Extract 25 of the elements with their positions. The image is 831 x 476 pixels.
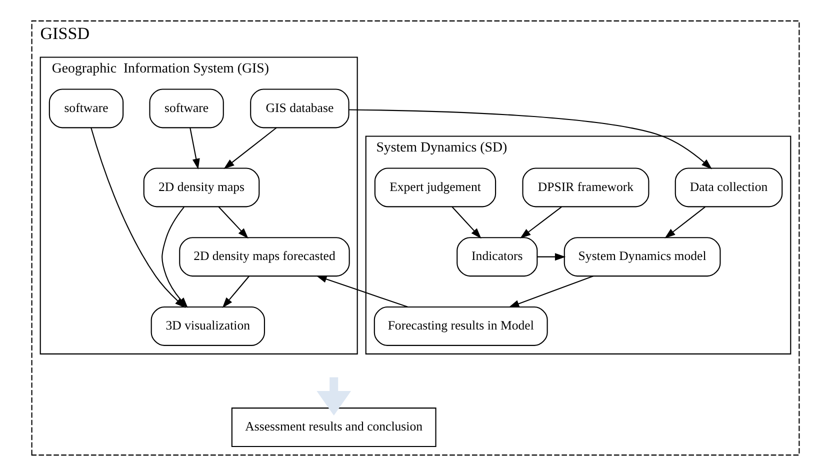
arrow [452,206,482,239]
node-box: 2D density maps [143,168,260,208]
node-box: DPSIR framework [522,168,650,208]
node-box: Forecasting results in Model [374,306,548,346]
node-box: Data collection [674,168,783,208]
node-box: software [48,88,124,128]
arrow [537,253,566,261]
node-box: System Dynamics model [564,237,721,277]
arrow [222,276,250,308]
arrow [349,109,712,170]
arrow [508,276,594,308]
node-box: Assessment results and conclusion [231,408,436,448]
node-box: software [149,88,224,128]
arrow [316,377,352,416]
node-box: 3D visualization [150,306,266,346]
arrow [224,127,277,170]
arrow [520,206,562,238]
arrow [190,128,200,170]
arrow [664,206,706,238]
node-box: 2D density maps forecasted [179,237,350,277]
node-box: Indicators [456,237,538,277]
arrow [218,206,248,239]
node-box: GIS database [250,88,350,128]
arrow [316,276,408,308]
node-box: Expert judgement [374,168,496,208]
